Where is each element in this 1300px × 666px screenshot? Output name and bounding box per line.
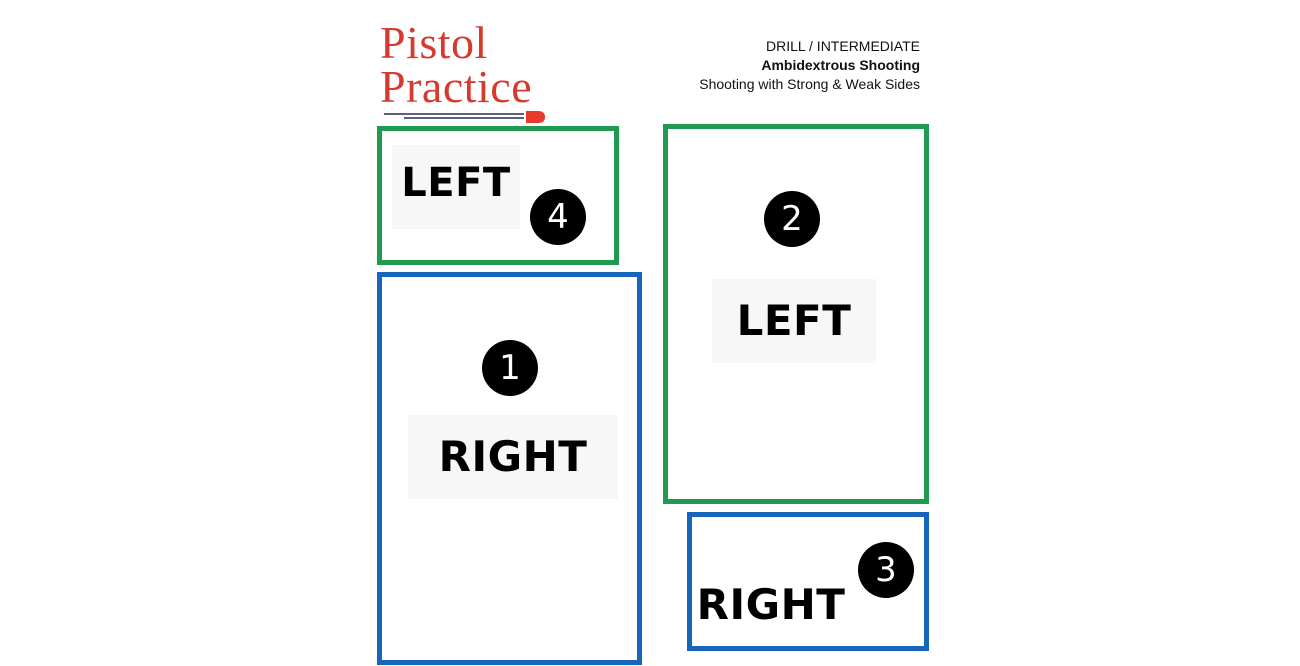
- target-label-4: LEFT: [392, 145, 520, 229]
- drill-category: DRILL / INTERMEDIATE: [765, 38, 920, 54]
- target-label-1: RIGHT: [408, 415, 618, 499]
- drill-subtitle: Shooting with Strong & Weak Sides: [699, 76, 920, 92]
- target-number-2: 2: [764, 191, 820, 247]
- target-number-3: 3: [858, 542, 914, 598]
- drill-title: Ambidextrous Shooting: [761, 57, 920, 73]
- target-box-4: LEFT 4: [377, 126, 619, 265]
- logo-text-line2: Practice: [380, 61, 533, 112]
- target-label-3: RIGHT: [696, 580, 846, 629]
- bullet-logo-icon: [384, 111, 545, 123]
- target-box-1: 1 RIGHT: [377, 272, 642, 665]
- target-label-2: LEFT: [712, 279, 876, 363]
- logo-text-line1: Pistol: [380, 17, 488, 68]
- target-number-4: 4: [530, 189, 586, 245]
- target-box-2: 2 LEFT: [663, 124, 929, 504]
- target-box-3: RIGHT 3: [687, 512, 929, 651]
- target-number-1: 1: [482, 340, 538, 396]
